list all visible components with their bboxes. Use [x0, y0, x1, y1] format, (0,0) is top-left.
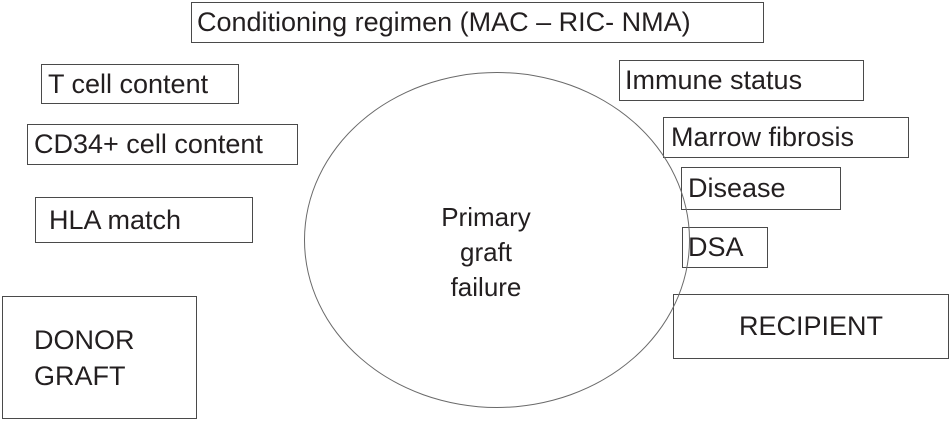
- recipient-box: RECIPIENT: [673, 294, 949, 359]
- marrow-fibrosis-box: Marrow fibrosis: [663, 117, 909, 158]
- t-cell-content-box: T cell content: [41, 64, 239, 104]
- dsa-box: DSA: [682, 227, 768, 268]
- donor-graft-box: DONOR GRAFT: [2, 296, 197, 419]
- primary-graft-failure-circle: [304, 72, 690, 408]
- conditioning-regimen-label: Conditioning regimen (MAC – RIC- NMA): [197, 7, 691, 37]
- cd34-cell-content-label: CD34+ cell content: [34, 129, 263, 159]
- recipient-label: RECIPIENT: [738, 311, 884, 341]
- disease-label: Disease: [688, 173, 786, 203]
- donor-graft-label: DONOR GRAFT: [34, 324, 135, 391]
- hla-match-label: HLA match: [49, 204, 182, 235]
- conditioning-regimen-box: Conditioning regimen (MAC – RIC- NMA): [191, 2, 764, 43]
- t-cell-content-label: T cell content: [48, 68, 209, 99]
- immune-status-label: Immune status: [625, 65, 803, 95]
- disease-box: Disease: [681, 167, 841, 210]
- marrow-fibrosis-label: Marrow fibrosis: [671, 122, 855, 152]
- cd34-cell-content-box: CD34+ cell content: [27, 124, 298, 165]
- primary-graft-failure-label: Primary graft failure: [441, 202, 531, 302]
- immune-status-box: Immune status: [619, 60, 864, 101]
- dsa-label: DSA: [688, 232, 744, 262]
- hla-match-box: HLA match: [35, 197, 253, 243]
